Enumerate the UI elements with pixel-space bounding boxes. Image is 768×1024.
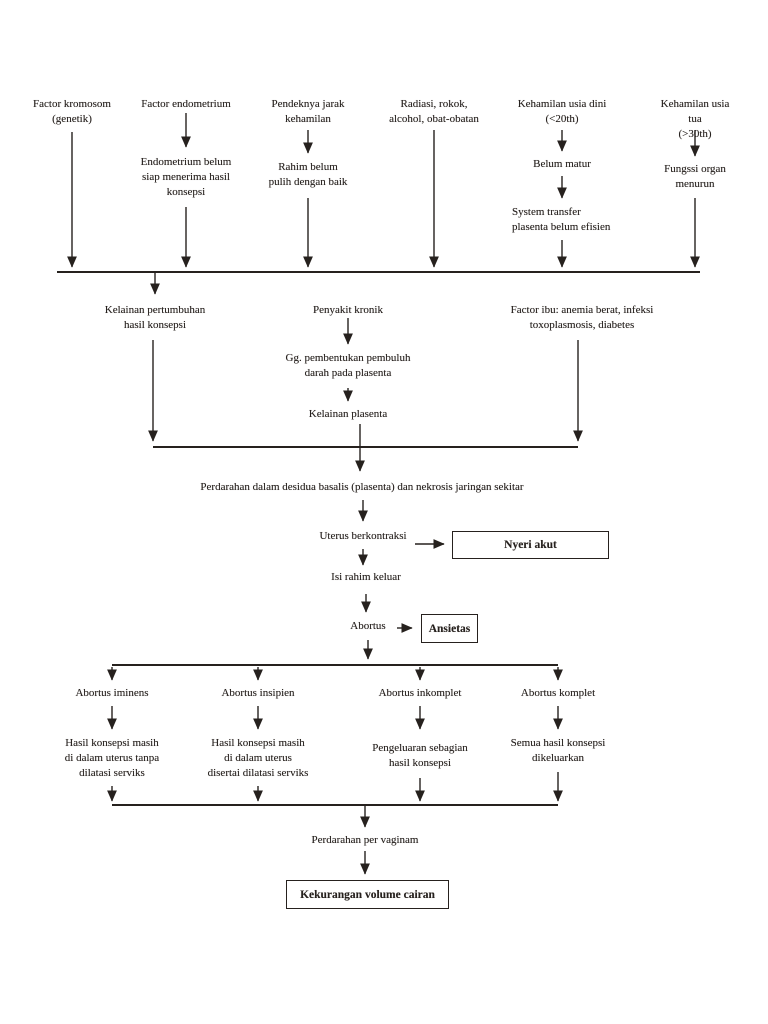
node-abortus-inkomplet: Abortus inkomplet bbox=[378, 687, 462, 699]
node-uterus-berkontraksi: Uterus berkontraksi bbox=[319, 530, 407, 542]
node-rahim-belum: Rahim belum pulih dengan baik bbox=[268, 161, 348, 188]
ansietas-label: Ansietas bbox=[428, 622, 471, 635]
nyeri-akut-box: Nyeri akut bbox=[452, 531, 609, 559]
node-abortus: Abortus bbox=[350, 620, 386, 632]
node-desc-insipien: Hasil konsepsi masih di dalam uterus dis… bbox=[207, 737, 309, 779]
node-abortus-iminens: Abortus iminens bbox=[75, 687, 149, 699]
node-belum-matur: Belum matur bbox=[533, 158, 591, 170]
kekurangan-volume-label: Kekurangan volume cairan bbox=[300, 888, 435, 901]
nyeri-akut-label: Nyeri akut bbox=[504, 539, 557, 551]
node-desc-komplet: Semua hasil konsepsi dikeluarkan bbox=[510, 737, 606, 764]
node-desc-inkomplet: Pengeluaran sebagian hasil konsepsi bbox=[372, 742, 468, 769]
node-perdarahan-desidua: Perdarahan dalam desidua basalis (plasen… bbox=[200, 481, 524, 493]
node-abortus-komplet: Abortus komplet bbox=[520, 687, 596, 699]
node-kehamilan-tua: Kehamilan usia tua (>30th) bbox=[660, 98, 730, 140]
node-kehamilan-dini: Kehamilan usia dini (<20th) bbox=[517, 98, 607, 125]
node-desc-iminens: Hasil konsepsi masih di dalam uterus tan… bbox=[64, 737, 160, 779]
node-gg-pembentukan: Gg. pembentukan pembuluh darah pada plas… bbox=[285, 352, 411, 379]
node-radiasi: Radiasi, rokok, alcohol, obat-obatan bbox=[389, 98, 479, 125]
ansietas-box: Ansietas bbox=[421, 614, 478, 643]
node-pendeknya-jarak: Pendeknya jarak kehamilan bbox=[271, 98, 345, 125]
node-kelainan-pertumbuhan: Kelainan pertumbuhan hasil konsepsi bbox=[104, 304, 206, 331]
node-kelainan-plasenta: Kelainan plasenta bbox=[308, 408, 388, 420]
node-fungsi-organ: Fungssi organ menurun bbox=[664, 163, 726, 190]
kekurangan-volume-box: Kekurangan volume cairan bbox=[286, 880, 449, 909]
node-perdarahan-vaginam: Perdarahan per vaginam bbox=[311, 834, 419, 846]
node-factor-endometrium: Factor endometrium bbox=[141, 98, 231, 110]
node-factor-ibu: Factor ibu: anemia berat, infeksi toxopl… bbox=[510, 304, 654, 331]
node-endometrium-belum: Endometrium belum siap menerima hasil ko… bbox=[140, 156, 232, 198]
node-isi-rahim: Isi rahim keluar bbox=[331, 571, 401, 583]
node-penyakit-kronik: Penyakit kronik bbox=[313, 304, 383, 316]
node-factor-kromosom: Factor kromosom (genetik) bbox=[33, 98, 111, 125]
node-abortus-insipien: Abortus insipien bbox=[221, 687, 295, 699]
node-system-transfer: System transfer plasenta belum efisien bbox=[512, 206, 611, 233]
